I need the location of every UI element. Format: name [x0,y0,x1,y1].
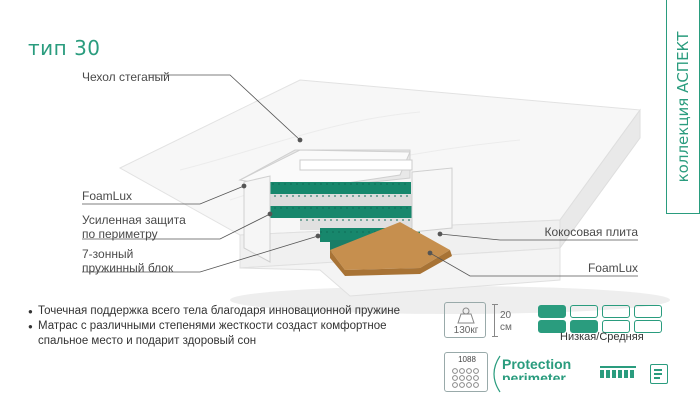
label-spring-block: 7-зонный пружинный блок [82,247,174,275]
product-title: тип 30 [28,36,101,60]
springs-icon [452,368,479,388]
label-coconut: Кокосовая плита [544,225,638,239]
height-unit: см [500,322,512,333]
label-foamlux-right: FoamLux [587,261,638,275]
label-edge-protection: Усиленная защита по периметру [82,213,186,241]
protection-label: Protection perimeter [502,357,571,380]
weight-icon [457,307,475,324]
protection-line1: Protection [502,356,572,372]
load-spec: 130кг [444,302,486,338]
springs-spec: 1088 [444,352,488,392]
label-cover: Чехол стеганый [82,70,170,84]
feature-item: Матрас с различными степенями жесткости … [28,319,418,349]
springs-count: 1088 [458,355,476,364]
protection-mark-icon [493,355,501,393]
feature-item: Точечная поддержка всего тела благодаря … [28,304,418,319]
load-value: 130кг [453,325,479,336]
height-value: 20 [500,310,512,321]
fabric-icon [650,364,668,384]
height-spec: 20 см [492,302,526,338]
label-foamlux-left: FoamLux [82,189,133,203]
protection-line2: perimeter [502,371,566,380]
firmness-rating [538,305,670,333]
zones-icon [600,366,636,378]
feature-list: Точечная поддержка всего тела благодаря … [28,304,418,349]
coconut-layer [330,222,450,270]
spring-block [243,159,453,263]
firmness-label: Низкая/Средняя [560,331,644,343]
